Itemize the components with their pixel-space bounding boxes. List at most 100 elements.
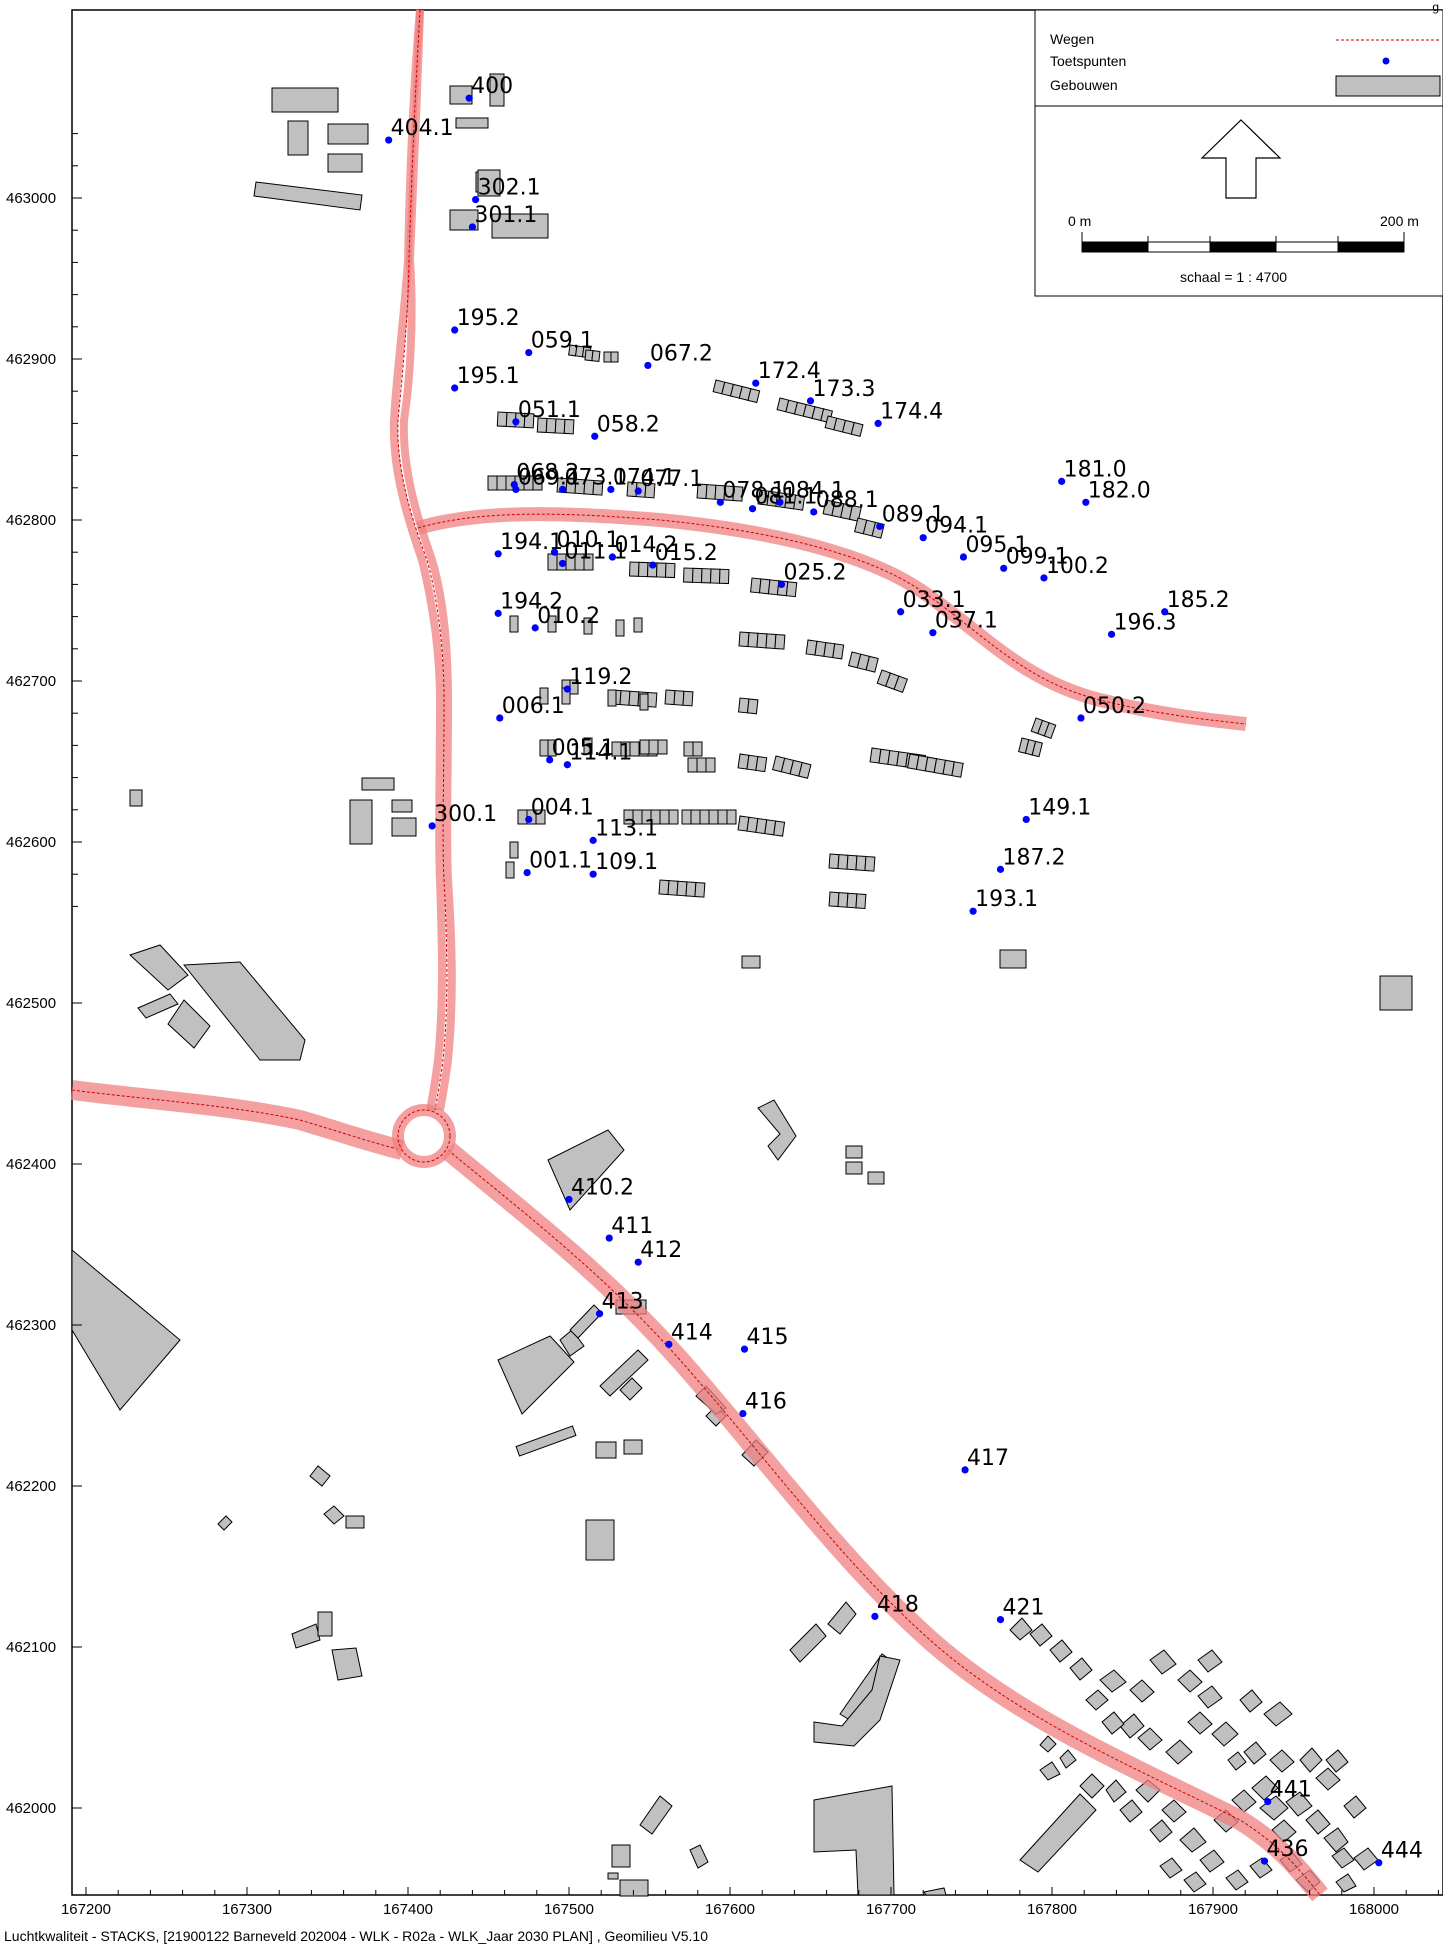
toetspunt-label: 149.1 — [1028, 795, 1091, 820]
toetspunt-marker[interactable] — [871, 1612, 879, 1621]
house-unit — [951, 761, 964, 778]
toetspunt-marker[interactable] — [451, 326, 459, 334]
toetspunt-marker[interactable] — [776, 498, 784, 506]
toetspunt-marker[interactable] — [1000, 564, 1008, 572]
toetspunt-marker[interactable] — [595, 1310, 604, 1318]
toetspunt-marker[interactable] — [451, 384, 459, 392]
toetspunt-marker[interactable] — [752, 379, 760, 387]
building — [323, 1505, 345, 1525]
house-row — [828, 891, 867, 910]
scale-end-label: 200 m — [1380, 213, 1419, 229]
toetspunt-marker[interactable] — [494, 609, 502, 617]
toetspunt-marker[interactable] — [525, 348, 533, 357]
toetspunt-marker[interactable] — [874, 419, 882, 427]
house-unit — [682, 567, 694, 583]
x-tick-label: 167300 — [222, 1901, 272, 1918]
toetspunt-marker[interactable] — [607, 485, 615, 494]
toetspunt-marker[interactable] — [810, 508, 818, 516]
toetspunt-marker[interactable] — [512, 485, 520, 494]
toetspunt-marker[interactable] — [1082, 498, 1090, 506]
house-unit — [547, 739, 557, 757]
toetspunt-marker[interactable] — [1077, 714, 1085, 722]
toetspunt-marker[interactable] — [665, 1340, 673, 1348]
building — [515, 1425, 577, 1457]
house-unit — [773, 820, 786, 837]
house-row — [509, 615, 519, 633]
toetspunt-marker[interactable] — [897, 608, 905, 616]
toetspunt-marker[interactable] — [525, 815, 533, 824]
toetspunt-marker[interactable] — [1161, 608, 1169, 616]
toetspunt-marker[interactable] — [385, 136, 393, 144]
y-tick-label: 462600 — [6, 834, 56, 851]
building — [689, 1844, 709, 1869]
toetspunt-label: 185.2 — [1167, 588, 1230, 613]
toetspunt-marker[interactable] — [1375, 1859, 1383, 1867]
building — [253, 181, 363, 211]
toetspunt-marker[interactable] — [1264, 1797, 1272, 1806]
toetspunt-marker[interactable] — [468, 223, 476, 231]
toetspunt-marker[interactable] — [563, 685, 571, 693]
building — [477, 169, 501, 197]
toetspunt-marker[interactable] — [716, 498, 724, 506]
y-tick-label: 463000 — [6, 190, 56, 207]
toetspunt-marker[interactable] — [634, 487, 642, 495]
toetspunt-marker[interactable] — [565, 1195, 573, 1204]
toetspunt-marker[interactable] — [546, 756, 554, 764]
toetspunt-marker[interactable] — [558, 485, 567, 494]
house-unit — [855, 855, 867, 872]
house-row — [1018, 737, 1043, 758]
house-unit — [610, 351, 619, 363]
toetspunt-marker[interactable] — [589, 870, 597, 878]
toetspunt-marker[interactable] — [465, 94, 473, 102]
house-unit — [864, 855, 876, 872]
toetspunt-marker[interactable] — [563, 761, 571, 769]
toetspunt-marker[interactable] — [806, 397, 815, 405]
toetspunt-label: 077.1 — [640, 467, 703, 492]
toetspunt-marker[interactable] — [496, 714, 504, 722]
x-tick-label: 168000 — [1349, 1901, 1399, 1918]
toetspunt-marker[interactable] — [1022, 815, 1030, 824]
toetspunt-marker[interactable] — [919, 534, 927, 542]
toetspunt-marker[interactable] — [739, 1409, 747, 1418]
toetspunt-marker[interactable] — [996, 1616, 1005, 1624]
toetspunt-marker[interactable] — [605, 1234, 613, 1242]
toetspunt-marker[interactable] — [777, 580, 786, 589]
toetspunt-marker[interactable] — [929, 629, 937, 637]
toetspunt-marker[interactable] — [531, 624, 539, 632]
toetspunt-marker[interactable] — [649, 561, 657, 569]
y-tick-label: 462000 — [6, 1800, 56, 1817]
building — [1129, 1679, 1155, 1703]
house-unit — [592, 479, 604, 496]
toetspunt-marker[interactable] — [996, 865, 1005, 873]
toetspunt-marker[interactable] — [591, 432, 599, 440]
toetspunt-marker[interactable] — [608, 553, 617, 561]
toetspunt-marker[interactable] — [1040, 574, 1048, 582]
toetspunt-marker[interactable] — [1058, 477, 1066, 485]
toetspunt-marker[interactable] — [428, 822, 436, 830]
toetspunt-marker[interactable] — [1260, 1857, 1269, 1865]
house-row — [681, 809, 737, 825]
toetspunt-label: 059.1 — [531, 329, 594, 354]
toetspunt-marker[interactable] — [644, 361, 652, 370]
toetspunt-marker[interactable] — [634, 1258, 642, 1266]
toetspunt-marker[interactable] — [523, 868, 531, 877]
toetspunt-marker[interactable] — [558, 559, 567, 568]
toetspunt-marker[interactable] — [876, 522, 884, 531]
toetspunt-marker[interactable] — [494, 550, 502, 558]
toetspunt-marker[interactable] — [589, 836, 597, 844]
building — [1029, 1623, 1053, 1647]
toetspunt-marker[interactable] — [959, 553, 968, 561]
toetspunt-marker[interactable] — [550, 548, 559, 556]
toetspunt-marker[interactable] — [740, 1345, 749, 1353]
toetspunt-label: 114.1 — [569, 741, 632, 766]
toetspunt-marker[interactable] — [748, 505, 757, 513]
toetspunt-marker[interactable] — [472, 196, 480, 204]
toetspunt-label: 001.1 — [529, 849, 592, 874]
toetspunt-marker[interactable] — [1107, 630, 1116, 638]
toetspunt-marker[interactable] — [961, 1466, 969, 1474]
toetspunt-marker[interactable] — [512, 418, 520, 426]
toetspunt-marker[interactable] — [969, 907, 977, 915]
house-unit — [509, 615, 519, 633]
toetspunt-label: 418 — [877, 1592, 919, 1617]
